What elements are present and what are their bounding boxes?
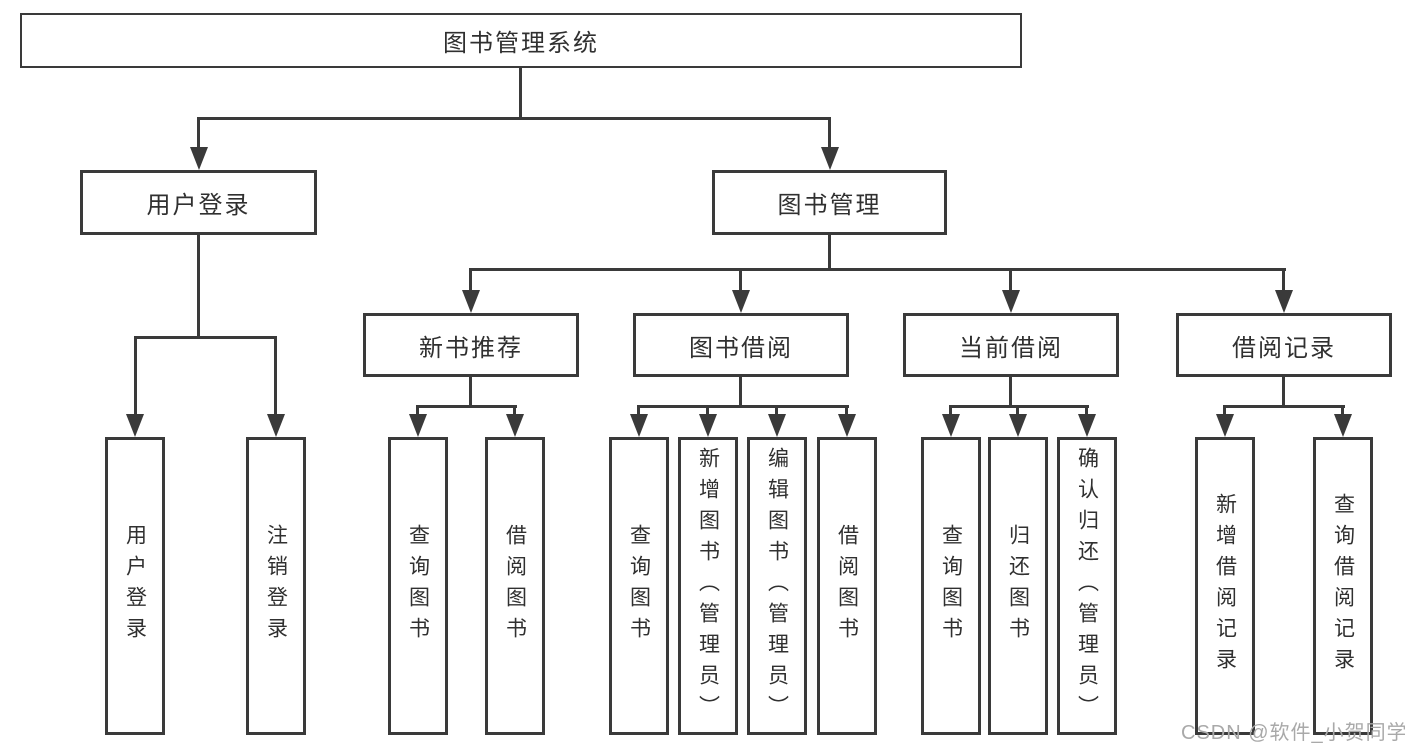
leaf-node-label: 新增图书（管理员） <box>696 446 720 726</box>
section-node-label: 借阅记录 <box>1232 334 1336 362</box>
leaf-node-label: 借阅图书 <box>503 524 527 648</box>
root-node-label: 图书管理系统 <box>443 30 599 57</box>
section-node-label: 图书借阅 <box>689 334 793 362</box>
connector-group-stem <box>469 377 472 408</box>
connector-group-bar <box>949 405 1089 408</box>
arrow-down-icon <box>942 414 960 437</box>
arrow-down-icon <box>267 414 285 437</box>
arrow-down-icon <box>1002 290 1020 313</box>
leaf-node-label: 查询图书 <box>627 524 651 648</box>
arrow-down-icon <box>630 414 648 437</box>
connector-stem <box>637 405 640 417</box>
arrow-down-icon <box>462 290 480 313</box>
arrow-down-icon <box>732 290 750 313</box>
connector-stem <box>274 336 277 414</box>
leaf-node-user-login: 用户登录 <box>105 437 165 735</box>
branch-node-book-management: 图书管理 <box>712 170 947 235</box>
branch-node-label: 用户登录 <box>146 192 251 219</box>
leaf-node-label: 编辑图书（管理员） <box>765 446 789 726</box>
leaf-node-borrow-books-recommend: 借阅图书 <box>485 437 545 735</box>
connector-book-mgmt-stem <box>828 234 831 271</box>
connector-group-stem <box>739 377 742 408</box>
leaf-node-query-borrow-record: 查询借阅记录 <box>1313 437 1373 735</box>
section-node-new-book-recommend: 新书推荐 <box>363 313 579 377</box>
connector-group-stem <box>1282 377 1285 408</box>
leaf-node-query-books-recommend: 查询图书 <box>388 437 448 735</box>
connector-stem <box>134 336 137 414</box>
leaf-node-query-books-current: 查询图书 <box>921 437 981 735</box>
connector-group-bar <box>1223 405 1345 408</box>
arrow-down-icon <box>1275 290 1293 313</box>
leaf-node-add-borrow-record: 新增借阅记录 <box>1195 437 1255 735</box>
leaf-node-label: 用户登录 <box>123 524 147 648</box>
leaf-node-label: 借阅图书 <box>835 524 859 648</box>
connector-stem <box>828 117 831 149</box>
connector-root-stem <box>519 68 522 120</box>
connector-stem <box>197 117 200 149</box>
arrow-down-icon <box>190 147 208 170</box>
connector-level3-bar <box>469 268 1286 271</box>
section-node-book-borrow: 图书借阅 <box>633 313 849 377</box>
arrow-down-icon <box>506 414 524 437</box>
branch-node-label: 图书管理 <box>777 192 882 219</box>
root-node-library-system: 图书管理系统 <box>20 13 1022 68</box>
arrow-down-icon <box>1334 414 1352 437</box>
leaf-node-label: 注销登录 <box>264 524 288 648</box>
leaf-node-logout: 注销登录 <box>246 437 306 735</box>
connector-stem <box>845 405 848 417</box>
connector-level2-bar <box>197 117 831 120</box>
connector-stem <box>1223 405 1226 417</box>
arrow-down-icon <box>1078 414 1096 437</box>
leaf-node-confirm-return-admin: 确认归还（管理员） <box>1057 437 1117 735</box>
arrow-down-icon <box>821 147 839 170</box>
arrow-down-icon <box>699 414 717 437</box>
arrow-down-icon <box>1216 414 1234 437</box>
leaf-node-return-books: 归还图书 <box>988 437 1048 735</box>
connector-group-bar <box>416 405 517 408</box>
connector-stem <box>1341 405 1344 417</box>
connector-stem <box>1282 268 1285 293</box>
leaf-node-add-books-admin: 新增图书（管理员） <box>678 437 738 735</box>
connector-stem <box>416 405 419 417</box>
connector-user-login-stem <box>197 234 200 339</box>
connector-stem <box>775 405 778 417</box>
csdn-watermark: CSDN @软件_小贺同学 <box>1181 722 1405 744</box>
section-node-label: 当前借阅 <box>959 334 1063 362</box>
connector-stem <box>1009 268 1012 293</box>
connector-stem <box>949 405 952 417</box>
connector-stem <box>469 268 472 293</box>
leaf-node-edit-books-admin: 编辑图书（管理员） <box>747 437 807 735</box>
leaf-node-label: 归还图书 <box>1006 524 1030 648</box>
arrow-down-icon <box>838 414 856 437</box>
section-node-current-borrow: 当前借阅 <box>903 313 1119 377</box>
connector-stem <box>739 268 742 293</box>
section-node-borrow-records: 借阅记录 <box>1176 313 1392 377</box>
branch-node-user-login: 用户登录 <box>80 170 317 235</box>
connector-user-login-bar <box>134 336 277 339</box>
connector-stem <box>706 405 709 417</box>
connector-group-stem <box>1009 377 1012 408</box>
arrow-down-icon <box>409 414 427 437</box>
leaf-node-query-books-borrow: 查询图书 <box>609 437 669 735</box>
leaf-node-label: 查询图书 <box>939 524 963 648</box>
section-node-label: 新书推荐 <box>419 334 523 362</box>
connector-stem <box>1085 405 1088 417</box>
connector-stem <box>1016 405 1019 417</box>
leaf-node-label: 查询图书 <box>406 524 430 648</box>
arrow-down-icon <box>1009 414 1027 437</box>
arrow-down-icon <box>768 414 786 437</box>
leaf-node-label: 确认归还（管理员） <box>1075 446 1099 726</box>
leaf-node-label: 新增借阅记录 <box>1213 493 1237 679</box>
leaf-node-label: 查询借阅记录 <box>1331 493 1355 679</box>
connector-stem <box>513 405 516 417</box>
arrow-down-icon <box>126 414 144 437</box>
leaf-node-borrow-books: 借阅图书 <box>817 437 877 735</box>
connector-group-bar <box>637 405 849 408</box>
